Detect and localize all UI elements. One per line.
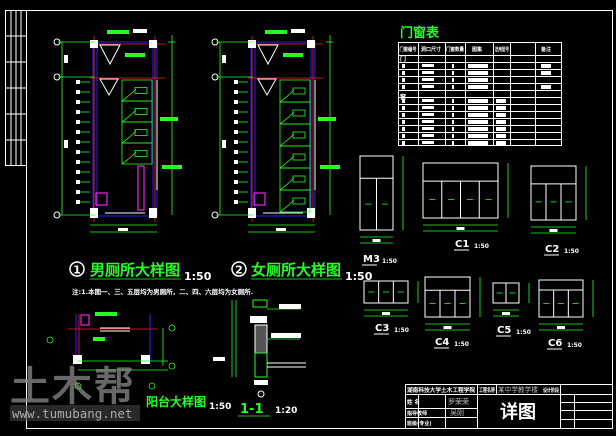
table-header-remark: 备注 xyxy=(540,46,551,53)
table-title: 门窗表 xyxy=(400,25,440,41)
teacher-label: 指导教师 xyxy=(407,410,427,417)
window-label: C3 xyxy=(375,323,389,334)
women-toilet-title: 2 女厕所大样图 1:50 xyxy=(231,261,373,283)
window-label: C2 xyxy=(545,244,559,255)
window-c4: C4 1:50 xyxy=(424,276,481,349)
watermark-logo: 土木帮 xyxy=(10,364,136,410)
men-toilet-title-text: 男厕所大样图 xyxy=(90,261,180,279)
school-name: 湖南科技大学土木工程学院 xyxy=(407,386,475,394)
window-label: M3 xyxy=(363,254,380,265)
window-scale: 1:50 xyxy=(454,341,469,348)
window-scale: 1:50 xyxy=(516,329,531,336)
floor-note: 注:1.本图一、三、五层均为男厕所，二、四、六层均为女厕所. xyxy=(72,287,253,296)
drawing-title: 详图 xyxy=(500,401,536,423)
men-toilet-plan xyxy=(53,29,182,233)
balcony-scale: 1:50 xyxy=(209,402,231,412)
women-toilet-plan xyxy=(211,29,340,233)
window-c5: C5 1:50 xyxy=(492,282,531,337)
window-label: C5 xyxy=(497,325,511,336)
project-name: 某中学教学楼 xyxy=(498,385,538,394)
balcony-detail: 阳台大样图 1:50 xyxy=(46,312,231,412)
window-c3: C3 1:50 xyxy=(363,280,419,335)
window-label: C6 xyxy=(548,338,562,349)
window-scale: 1:50 xyxy=(394,327,409,334)
window-scale: 1:50 xyxy=(567,342,582,349)
detail-number: 2 xyxy=(235,264,243,277)
table-header-count: 门窗数量 xyxy=(446,46,464,53)
window-scale: 1:50 xyxy=(474,243,489,250)
student-name: 罗荣荣 xyxy=(448,397,469,406)
section-title: 1-1 xyxy=(240,402,264,417)
door-window-table: 门窗表 门窗编号 洞口尺寸 门窗数量 图集 选用型号 备注 门 窗 xyxy=(398,25,562,146)
men-toilet-scale: 1:50 xyxy=(184,270,212,283)
teacher-name: 吴刚 xyxy=(450,408,464,417)
table-group-window: 窗 xyxy=(400,93,406,101)
watermark: 土木帮 www.tumubang.net xyxy=(10,364,140,421)
table-header-size: 洞口尺寸 xyxy=(421,46,441,53)
title-block: 湖南科技大学土木工程学院 工程名称 某中学教学楼 设计阶段 姓 名 罗荣荣 指导… xyxy=(405,384,613,429)
sheet-frame xyxy=(5,10,613,429)
name-label: 姓 名 xyxy=(406,398,420,406)
balcony-title: 阳台大样图 xyxy=(146,394,206,409)
women-toilet-title-text: 女厕所大样图 xyxy=(251,261,341,279)
table-header-model: 选用型号 xyxy=(495,46,509,53)
window-label: C4 xyxy=(435,337,449,348)
window-scale: 1:50 xyxy=(382,258,397,265)
detail-number-circle xyxy=(69,261,85,277)
table-header-atlas: 图集 xyxy=(472,46,483,53)
window-c2: C2 1:50 xyxy=(530,165,587,256)
project-label: 工程名称 xyxy=(479,386,495,394)
stage-label: 设计阶段 xyxy=(543,387,559,394)
table-header-code: 门窗编号 xyxy=(400,46,417,53)
detail-number: 1 xyxy=(73,264,81,277)
detail-number-circle xyxy=(231,261,247,277)
window-label: C1 xyxy=(455,239,469,250)
window-c1: C1 1:50 xyxy=(422,162,509,251)
table-group-door: 门 xyxy=(400,55,406,63)
major-label: 班级(专业) xyxy=(407,420,432,427)
window-scale: 1:50 xyxy=(564,248,579,255)
men-toilet-title: 1 男厕所大样图 1:50 xyxy=(69,261,212,283)
women-toilet-scale: 1:50 xyxy=(345,270,373,283)
section-1-1-detail: 1-1 1:20 xyxy=(213,299,306,417)
section-scale: 1:20 xyxy=(275,406,297,416)
window-c6: C6 1:50 xyxy=(538,279,594,350)
watermark-url: www.tumubang.net xyxy=(12,406,132,421)
